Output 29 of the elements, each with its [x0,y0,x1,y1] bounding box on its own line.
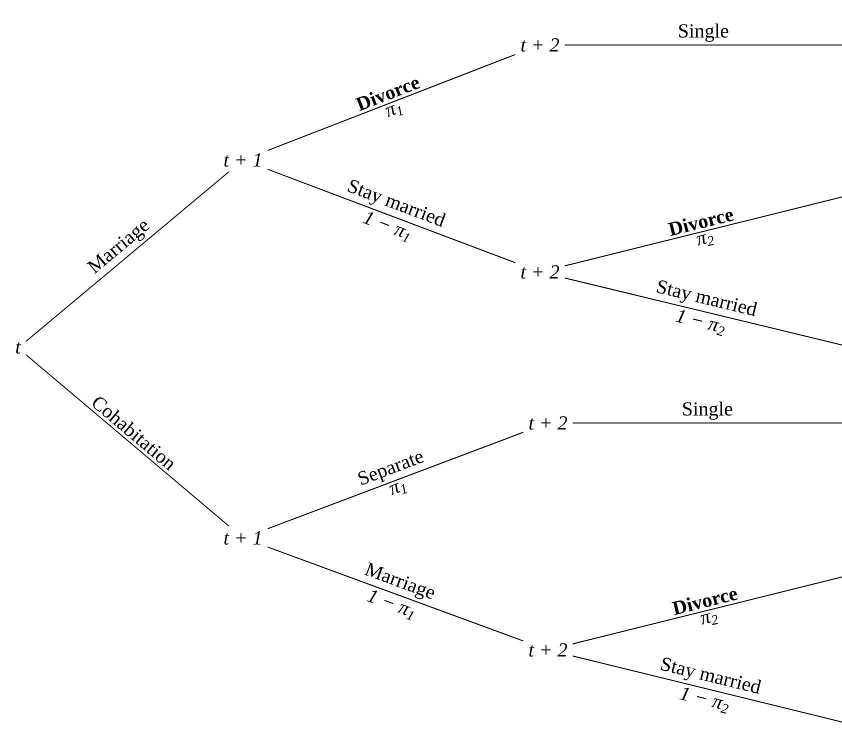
branch-line [25,354,230,527]
branch-line [572,576,842,644]
edge-label: Divorce [672,590,738,616]
time-point: t + 2 [529,643,568,657]
probability-label: π$_{1}$ [390,482,408,496]
edge-label: Single [679,24,728,42]
edge-label: Separate [358,454,424,485]
probability-label: π$_{2}$ [700,613,718,626]
branch-line [572,422,842,424]
time-point: t + 2 [521,265,560,279]
time-point: t + 1 [224,531,260,545]
branch-line [267,546,524,642]
time-point: t + 2 [521,38,560,52]
branch-line [564,196,842,266]
time-point: t [16,342,22,354]
branch-line [564,44,842,46]
probability-label: 1 − π$_{2}$ [675,310,725,336]
edge-label: Divorce [668,212,734,236]
branch-line [572,656,842,722]
probability-label: 1 − π$_{2}$ [679,688,729,714]
probability-label: π$_{2}$ [696,234,714,246]
branch-line [267,432,524,530]
time-point: t + 2 [529,416,568,430]
branch-line [267,54,516,151]
branch-line [25,171,230,342]
time-point: t + 1 [224,153,260,167]
branch-line [267,168,516,264]
branch-line [564,277,842,346]
edge-label: Single [683,402,732,420]
